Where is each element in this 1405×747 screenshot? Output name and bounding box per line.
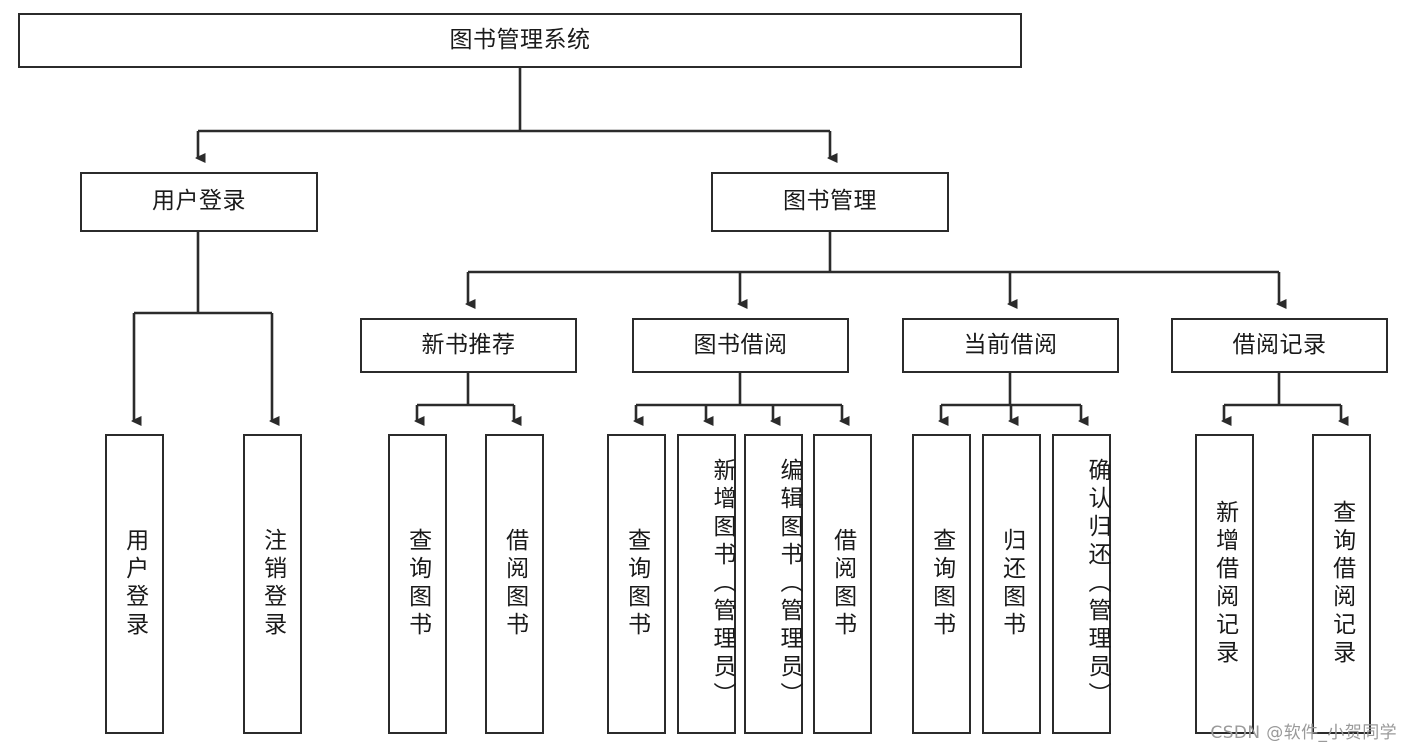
leaf-book-borrow-add-book-admin[interactable]: 新增图书（管理员） bbox=[677, 434, 736, 734]
leaf-current-borrow-confirm-return-admin[interactable]: 确认归还（管理员） bbox=[1052, 434, 1111, 734]
leaf-current-borrow-return-book[interactable]: 归还图书 bbox=[982, 434, 1041, 734]
node-label: 借阅记录 bbox=[1232, 331, 1327, 358]
node-label: 确认归还（管理员） bbox=[1084, 458, 1110, 710]
leaf-new-book-query-book[interactable]: 查询图书 bbox=[388, 434, 447, 734]
leaf-user-login-logout[interactable]: 注销登录 bbox=[243, 434, 302, 734]
node-label: 归还图书 bbox=[998, 528, 1025, 640]
node-label: 借阅图书 bbox=[501, 528, 528, 640]
leaf-book-borrow-borrow-book[interactable]: 借阅图书 bbox=[813, 434, 872, 734]
node-label: 编辑图书（管理员） bbox=[776, 458, 802, 710]
leaf-book-borrow-edit-book-admin[interactable]: 编辑图书（管理员） bbox=[744, 434, 803, 734]
node-label: 图书借阅 bbox=[693, 331, 788, 358]
leaf-new-book-borrow-book[interactable]: 借阅图书 bbox=[485, 434, 544, 734]
node-label: 新增图书（管理员） bbox=[709, 458, 735, 710]
leaf-user-login-login[interactable]: 用户登录 bbox=[105, 434, 164, 734]
node-label: 新书推荐 bbox=[421, 331, 516, 358]
node-label: 图书管理 bbox=[783, 188, 877, 215]
leaf-borrow-record-query-record[interactable]: 查询借阅记录 bbox=[1312, 434, 1371, 734]
csdn-watermark: CSDN @软件_小贺同学 bbox=[1210, 723, 1397, 743]
node-label: 新增借阅记录 bbox=[1211, 500, 1238, 668]
node-label: 当前借阅 bbox=[963, 331, 1058, 358]
leaf-borrow-record-add-record[interactable]: 新增借阅记录 bbox=[1195, 434, 1254, 734]
node-book-management[interactable]: 图书管理 bbox=[711, 172, 949, 232]
node-current-borrow[interactable]: 当前借阅 bbox=[902, 318, 1119, 373]
node-new-book-recommend[interactable]: 新书推荐 bbox=[360, 318, 577, 373]
leaf-current-borrow-query-book[interactable]: 查询图书 bbox=[912, 434, 971, 734]
node-borrow-record[interactable]: 借阅记录 bbox=[1171, 318, 1388, 373]
node-label: 查询图书 bbox=[928, 528, 955, 640]
node-label: 查询图书 bbox=[623, 528, 650, 640]
node-label: 注销登录 bbox=[259, 528, 286, 640]
leaf-book-borrow-query-book[interactable]: 查询图书 bbox=[607, 434, 666, 734]
node-user-login[interactable]: 用户登录 bbox=[80, 172, 318, 232]
node-book-borrow[interactable]: 图书借阅 bbox=[632, 318, 849, 373]
node-root-library-system[interactable]: 图书管理系统 bbox=[18, 13, 1022, 68]
node-label: 图书管理系统 bbox=[449, 26, 591, 53]
node-label: 用户登录 bbox=[152, 188, 246, 215]
node-label: 用户登录 bbox=[121, 528, 148, 640]
node-label: 借阅图书 bbox=[829, 528, 856, 640]
node-label: 查询图书 bbox=[404, 528, 431, 640]
node-label: 查询借阅记录 bbox=[1328, 500, 1355, 668]
